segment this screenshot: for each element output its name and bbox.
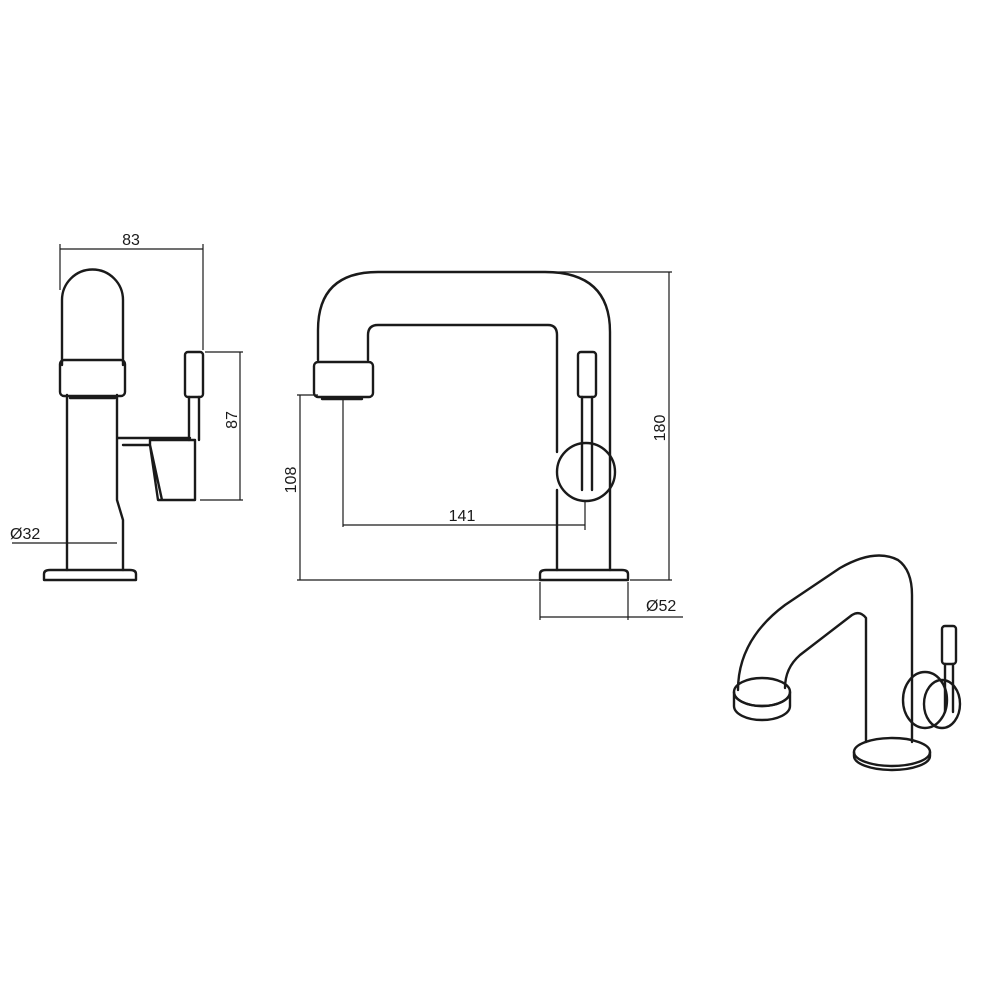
dim-front-spout-height: 108 <box>283 394 540 581</box>
dim-side-lever-height: 87 <box>200 351 243 501</box>
front-view-lever-grip <box>576 350 598 399</box>
dim-side-lever-height-label: 87 <box>224 411 241 429</box>
front-view-lever-hub <box>555 441 617 503</box>
perspective-view-base-top <box>852 736 932 768</box>
dim-side-width: 83 <box>59 232 204 350</box>
perspective-view-lever-hub-face <box>922 678 962 730</box>
side-view-body <box>60 268 192 572</box>
perspective-view-lever-stem <box>943 662 955 714</box>
dim-front-reach: 141 <box>342 400 586 530</box>
dim-front-reach-label: 141 <box>449 508 476 525</box>
dim-side-width-label: 83 <box>122 232 140 249</box>
side-view-base <box>42 568 138 582</box>
dim-side-diameter: Ø32 <box>10 526 117 544</box>
dim-front-base-diameter-label: Ø52 <box>646 598 676 615</box>
front-view: 180 108 141 Ø52 <box>283 270 683 620</box>
dim-front-base-diameter: Ø52 <box>539 582 683 620</box>
perspective-view-spout <box>736 554 914 744</box>
side-view: 83 87 Ø32 <box>10 232 243 582</box>
side-view-lever-grip <box>183 350 205 399</box>
dim-front-total-height: 180 <box>548 271 672 581</box>
front-view-lever-stem <box>580 395 594 492</box>
front-view-base <box>538 568 630 582</box>
side-view-knurled-ring <box>58 358 127 398</box>
dim-side-diameter-label: Ø32 <box>10 526 40 543</box>
side-view-valve-block <box>121 438 197 502</box>
perspective-view-lever-grip <box>940 624 958 666</box>
perspective-view-lever-hub <box>901 670 949 730</box>
front-view-spout <box>316 270 612 572</box>
front-view-knurled-outlet <box>312 360 375 399</box>
perspective-view <box>732 554 962 772</box>
perspective-view-base-side <box>852 750 932 772</box>
dim-front-spout-height-label: 108 <box>283 467 300 494</box>
perspective-view-knurled-outlet <box>732 690 792 722</box>
dim-front-total-height-label: 180 <box>652 415 669 442</box>
side-view-lever-stem <box>187 395 201 442</box>
